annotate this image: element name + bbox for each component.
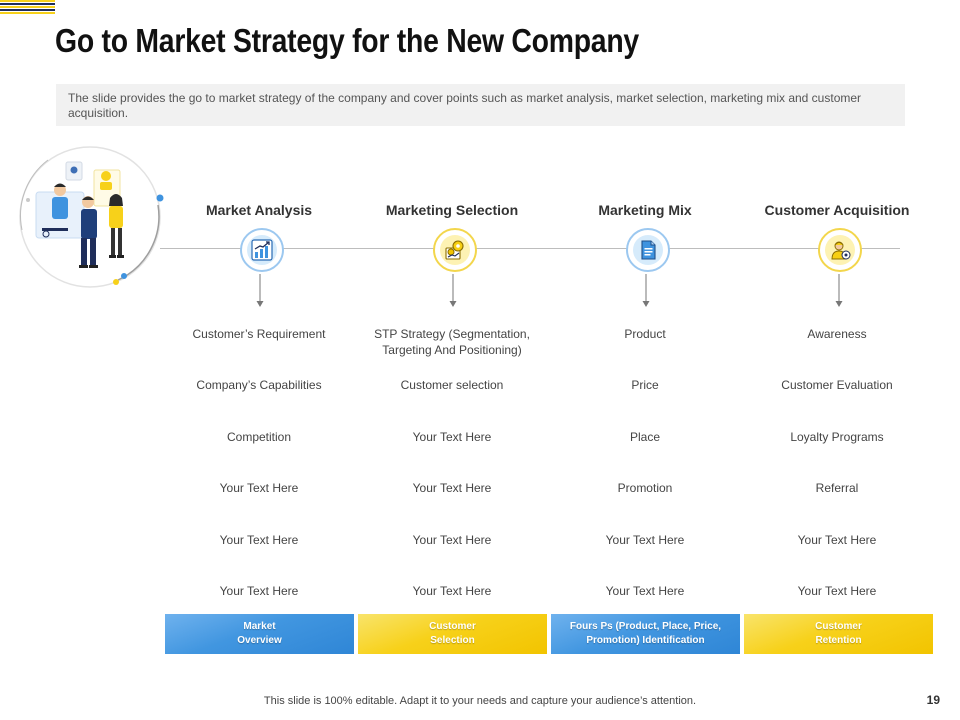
- accent-stripe-2: [0, 3, 55, 5]
- bar-customer-selection: Customer Selection: [358, 614, 547, 654]
- business-team-illustration: [8, 140, 183, 300]
- list-item: Your Text Here: [219, 533, 299, 547]
- accent-stripe-4: [0, 9, 55, 11]
- bar-label: Fours Ps (Product, Place, Price, Promoti…: [569, 621, 722, 646]
- bar-customer-retention: Customer Retention: [744, 614, 933, 654]
- page-number: 19: [926, 693, 940, 707]
- heading-market-analysis: Market Analysis: [205, 202, 313, 218]
- arrow-down-icon: [835, 274, 843, 307]
- list-item: STP Strategy (Segmentation, Targeting An…: [374, 327, 530, 357]
- page-title: Go to Market Strategy for the New Compan…: [55, 22, 639, 59]
- list-item: Your Text Here: [412, 584, 492, 598]
- list-item: Place: [629, 430, 661, 444]
- description-text: The slide provides the go to market stra…: [68, 91, 862, 120]
- node-marketing-selection: [433, 228, 477, 272]
- heading-customer-acquisition: Customer Acquisition: [764, 202, 910, 218]
- list-item: Your Text Here: [219, 481, 299, 495]
- heading-marketing-mix: Marketing Mix: [598, 202, 692, 218]
- customer-target-icon: [831, 241, 851, 260]
- timeline-connector: [160, 248, 900, 249]
- accent-stripe-5: [0, 12, 55, 14]
- accent-stripe-1: [0, 0, 55, 2]
- list-item: Product: [624, 327, 666, 341]
- list-item: Customer selection: [400, 378, 504, 392]
- document-icon: [641, 240, 656, 260]
- arrow-down-icon: [449, 274, 457, 307]
- list-item: Your Text Here: [605, 584, 685, 598]
- bar-chart-growth-icon: [251, 239, 273, 261]
- node-customer-acquisition: [818, 228, 862, 272]
- description-box: The slide provides the go to market stra…: [56, 84, 905, 126]
- bar-market-overview: Market Overview: [165, 614, 354, 654]
- list-item: Customer’s Requirement: [192, 327, 326, 341]
- list-item: Company’s Capabilities: [196, 378, 322, 392]
- node-marketing-mix: [626, 228, 670, 272]
- bar-label: Customer Retention: [815, 621, 862, 646]
- list-item: Promotion: [617, 481, 673, 495]
- list-item: Your Text Here: [797, 584, 877, 598]
- list-item: Competition: [226, 430, 292, 444]
- bar-label: Customer Selection: [429, 621, 476, 646]
- list-item: Your Text Here: [412, 481, 492, 495]
- bar-label: Market Overview: [237, 621, 282, 646]
- heading-marketing-selection: Marketing Selection: [385, 202, 519, 218]
- list-item: Your Text Here: [412, 533, 492, 547]
- accent-stripe-3: [0, 6, 55, 8]
- list-item: Loyalty Programs: [790, 430, 884, 444]
- footer-note: This slide is 100% editable. Adapt it to…: [263, 695, 697, 707]
- list-item: Your Text Here: [219, 584, 299, 598]
- list-item: Price: [631, 378, 659, 392]
- list-item: Referral: [815, 481, 859, 495]
- list-item: Awareness: [807, 327, 867, 341]
- gears-presentation-icon: [445, 240, 464, 260]
- bar-four-ps-identification: Fours Ps (Product, Place, Price, Promoti…: [551, 614, 740, 654]
- list-item: Your Text Here: [797, 533, 877, 547]
- list-item: Customer Evaluation: [781, 378, 893, 392]
- arrow-down-icon: [642, 274, 650, 307]
- list-item: Your Text Here: [412, 430, 492, 444]
- node-market-analysis: [240, 228, 284, 272]
- arrow-down-icon: [256, 274, 264, 307]
- list-item: Your Text Here: [605, 533, 685, 547]
